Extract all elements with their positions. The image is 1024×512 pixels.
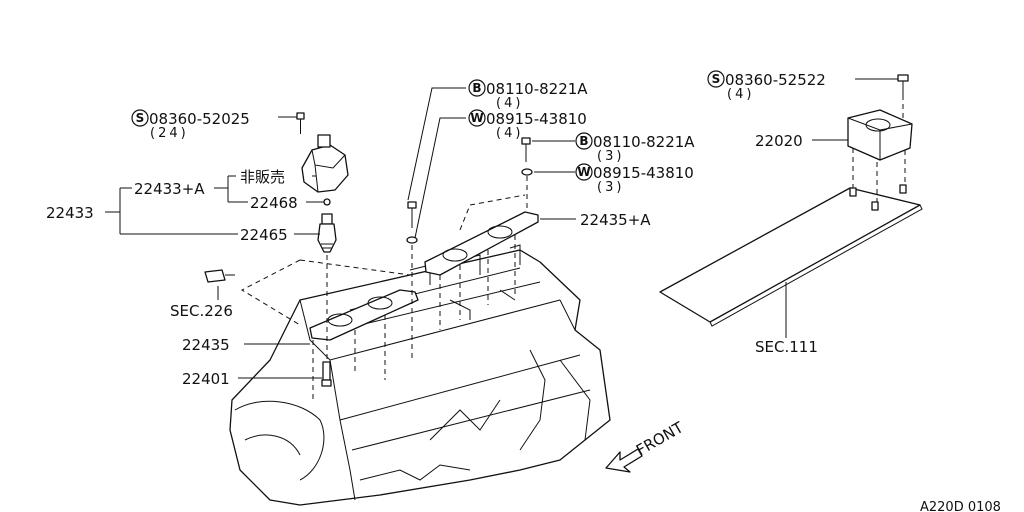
label-22020: 22020 — [755, 132, 803, 150]
bolt-08360-52522-illustration — [897, 74, 909, 95]
boot-22465-illustration — [317, 213, 337, 253]
label-22468: 22468 — [250, 194, 298, 212]
label-22401: 22401 — [182, 370, 230, 388]
label-sec111: SEC.111 — [755, 338, 818, 356]
svg-text:(3): (3) — [597, 149, 624, 164]
leader-lines — [105, 78, 898, 379]
svg-text:08110-8221A: 08110-8221A — [486, 80, 588, 98]
callout-s-08360-52522: S 08360-52522 (4) — [707, 70, 826, 102]
svg-text:08110-8221A: 08110-8221A — [593, 133, 695, 151]
coil-bolt-illustration — [296, 112, 305, 134]
label-sec226: SEC.226 — [170, 302, 233, 320]
front-arrow-icon — [605, 448, 643, 473]
svg-text:08915-43810: 08915-43810 — [593, 164, 694, 182]
bolt-08110-3-illustration — [521, 137, 533, 176]
gasket-22435-illustration — [309, 289, 419, 341]
ignition-coil-illustration — [301, 134, 349, 193]
callout-w-08915-43810-3: W 08915-43810 (3) — [575, 163, 694, 195]
svg-text:B: B — [472, 81, 481, 95]
sensor-sec226-illustration — [204, 269, 235, 283]
svg-text:S: S — [712, 72, 721, 86]
svg-text:(24): (24) — [150, 126, 189, 141]
callout-s-08360-52025: S 08360-52025 (24) — [131, 109, 250, 141]
svg-text:(3): (3) — [597, 180, 624, 195]
callout-b-08110-8221a-4: B 08110-8221A (4) — [468, 79, 588, 111]
label-front: FRONT — [633, 418, 687, 460]
callout-w-08915-43810-4: W 08915-43810 (4) — [468, 109, 587, 141]
label-22465: 22465 — [240, 226, 288, 244]
svg-text:S: S — [136, 111, 145, 125]
svg-text:W: W — [577, 165, 590, 179]
svg-text:08915-43810: 08915-43810 — [486, 110, 587, 128]
engine-cylinder-head-illustration — [229, 244, 611, 506]
svg-text:W: W — [470, 111, 483, 125]
cover-sec111-illustration — [659, 184, 923, 327]
svg-text:B: B — [579, 134, 588, 148]
svg-text:08360-52522: 08360-52522 — [725, 71, 826, 89]
gasket-22435a-illustration — [424, 211, 539, 276]
clip-22468-illustration — [323, 198, 331, 206]
spark-plug-22401-illustration — [321, 361, 332, 387]
svg-text:(4): (4) — [496, 126, 523, 141]
svg-text:08360-52025: 08360-52025 — [149, 110, 250, 128]
assembly-dashed-lines — [240, 176, 528, 400]
label-22433: 22433 — [46, 204, 94, 222]
svg-text:(4): (4) — [727, 87, 754, 102]
label-22433a: 22433+A — [134, 180, 205, 198]
label-22435: 22435 — [182, 336, 230, 354]
module-22020-illustration — [847, 109, 913, 161]
callout-b-08110-8221a-3: B 08110-8221A (3) — [575, 132, 695, 164]
bolt-08110-4-illustration — [406, 201, 418, 244]
label-22435a: 22435+A — [580, 211, 651, 229]
svg-text:(4): (4) — [496, 96, 523, 111]
cover-dashed-lines — [852, 95, 906, 202]
label-not-for-sale: 非販売 — [240, 168, 285, 186]
diagram-code: A220D 0108 — [920, 500, 1001, 512]
